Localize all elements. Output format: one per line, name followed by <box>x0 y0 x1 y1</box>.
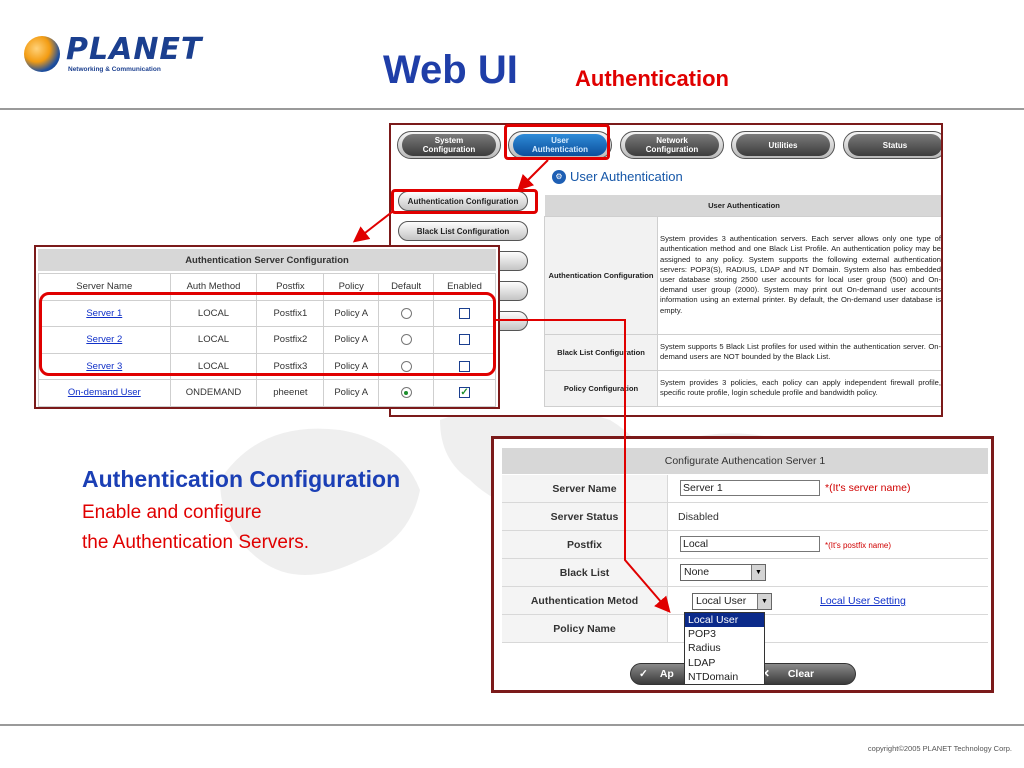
tab-status[interactable]: Status <box>843 131 941 159</box>
default-radio[interactable] <box>400 334 412 346</box>
server-1-link[interactable]: Server 1 <box>86 307 123 319</box>
configure-server-panel: Configurate Authencation Server 1 Server… <box>491 436 994 693</box>
black-list-selected: None <box>684 566 710 578</box>
dropdown-option[interactable]: POP3 <box>688 628 717 641</box>
bottom-divider <box>0 724 1024 726</box>
highlight-authentication-config-button <box>391 189 538 214</box>
slide-subtitle: Authentication <box>575 66 729 91</box>
auth-method-dropdown: Local User POP3 Radius LDAP NTDomain <box>684 612 765 685</box>
apply-label: Ap <box>659 668 674 680</box>
auth-method-cell: ONDEMAND <box>169 379 258 407</box>
col-postfix: Postfix <box>256 273 325 301</box>
server-name-input[interactable]: Server 1 <box>680 480 820 496</box>
ua-row-label: Black List Configuration <box>544 333 658 371</box>
server-name-label: Server Name <box>502 475 668 502</box>
server-status-value: Disabled <box>678 510 719 523</box>
dropdown-option[interactable]: LDAP <box>688 656 716 669</box>
clear-label: Clear <box>787 668 815 680</box>
server-2-link[interactable]: Server 2 <box>86 334 123 346</box>
black-list-row: Black List None ▼ <box>502 559 988 587</box>
caption-line-2: the Authentication Servers. <box>82 532 310 553</box>
default-radio[interactable] <box>400 387 412 399</box>
top-divider <box>0 108 1024 110</box>
dropdown-option[interactable]: Local User <box>685 613 764 628</box>
globe-logo-icon <box>24 36 60 72</box>
policy-cell: Policy A <box>323 379 380 407</box>
check-icon: ✓ <box>639 668 648 680</box>
policy-cell: Policy A <box>323 326 380 354</box>
server-status-row: Server Status Disabled <box>502 503 988 531</box>
ua-table-header: User Authentication <box>544 195 941 216</box>
dropdown-option[interactable]: Radius <box>688 642 721 655</box>
postfix-cell: Postfix1 <box>256 299 325 327</box>
auth-method-label: Authentication Metod <box>502 587 668 614</box>
tab-user-authentication[interactable]: User Authentication <box>508 131 612 159</box>
tab-utilities[interactable]: Utilities <box>731 131 835 159</box>
black-list-label: Black List <box>502 559 668 586</box>
caption-line-1: Enable and configure <box>82 502 262 523</box>
server-3-link[interactable]: Server 3 <box>86 360 123 372</box>
ua-row-description: System provides 3 authentication servers… <box>657 215 941 335</box>
default-radio[interactable] <box>400 307 412 319</box>
clear-button[interactable]: ✕ Clear <box>752 663 856 685</box>
dropdown-option[interactable]: NTDomain <box>688 670 739 683</box>
policy-name-row: Policy Name <box>502 615 988 643</box>
close-icon: ✕ <box>761 668 770 680</box>
local-user-setting-link[interactable]: Local User Setting <box>820 595 906 607</box>
user-authentication-table: User Authentication Authentication Confi… <box>544 195 941 407</box>
on-demand-user-link[interactable]: On-demand User <box>67 387 141 399</box>
configure-server-title: Configurate Authencation Server 1 <box>502 448 988 474</box>
tab-network-configuration[interactable]: Network Configuration <box>620 131 724 159</box>
table-header-row: Server Name Auth Method Postfix Policy D… <box>38 273 496 301</box>
ua-row-label: Authentication Configuration <box>544 215 658 335</box>
page-heading: ⚙ User Authentication <box>552 169 683 184</box>
black-list-select[interactable]: None ▼ <box>680 564 766 581</box>
auth-server-config-title: Authentication Server Configuration <box>38 249 496 271</box>
caption-heading: Authentication Configuration <box>82 466 401 492</box>
user-group-icon: ⚙ <box>552 169 566 184</box>
postfix-input[interactable]: Local <box>680 536 820 552</box>
table-row: Server 2 LOCAL Postfix2 Policy A <box>38 326 496 354</box>
chevron-down-icon: ▼ <box>757 594 771 609</box>
table-row: On-demand User ONDEMAND pheenet Policy A… <box>38 379 496 407</box>
highlight-user-authentication-tab <box>504 124 610 160</box>
auth-method-selected: Local User <box>696 595 747 607</box>
enabled-checkbox[interactable] <box>459 334 471 346</box>
enabled-checkbox[interactable] <box>459 307 471 319</box>
auth-server-config-panel: Authentication Server Configuration Serv… <box>34 245 500 409</box>
server-status-label: Server Status <box>502 503 668 530</box>
slide-title: Web UI <box>383 48 518 92</box>
logo-subtitle: Networking & Communication <box>68 66 161 73</box>
logo-name: PLANET <box>66 32 203 67</box>
table-row: Server 1 LOCAL Postfix1 Policy A <box>38 299 496 327</box>
arrow-side-to-table <box>352 211 393 243</box>
page-heading-text: User Authentication <box>570 169 683 184</box>
ua-row-description: System provides 3 policies, each policy … <box>657 369 941 407</box>
auth-method-cell: LOCAL <box>169 326 258 354</box>
ua-row-label: Policy Configuration <box>544 369 658 407</box>
default-radio[interactable] <box>400 360 412 372</box>
black-list-configuration-button[interactable]: Black List Configuration <box>398 221 528 241</box>
col-default: Default <box>378 273 435 301</box>
policy-name-label: Policy Name <box>502 615 668 642</box>
auth-method-select[interactable]: Local User ▼ <box>692 593 772 610</box>
planet-logo: PLANET Networking & Communication <box>24 28 201 80</box>
server-name-row: Server Name Server 1 *(It's server name) <box>502 475 988 503</box>
enabled-checkbox[interactable]: ✓ <box>459 387 471 399</box>
highlight-server-rows <box>39 292 496 376</box>
postfix-row: Postfix Local *(It's postfix name) <box>502 531 988 559</box>
copyright-text: copyright©2005 PLANET Technology Corp. <box>867 744 1012 753</box>
postfix-cell: pheenet <box>256 379 325 407</box>
auth-method-row: Authentication Metod Local User ▼ <box>502 587 988 615</box>
tab-system-configuration[interactable]: System Configuration <box>397 131 501 159</box>
chevron-down-icon: ▼ <box>751 565 765 580</box>
postfix-hint: *(It's postfix name) <box>825 541 891 550</box>
postfix-label: Postfix <box>502 531 668 558</box>
auth-server-table: Server Name Auth Method Postfix Policy D… <box>38 273 496 407</box>
enabled-checkbox[interactable] <box>459 360 471 372</box>
ua-row-description: System supports 5 Black List profiles fo… <box>657 333 941 371</box>
col-enabled: Enabled <box>433 273 496 301</box>
server-name-hint: *(It's server name) <box>825 482 911 494</box>
